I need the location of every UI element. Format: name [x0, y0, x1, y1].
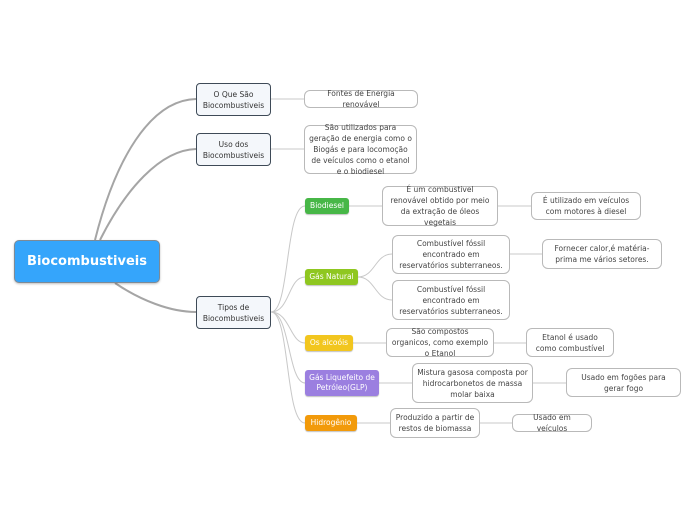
extra-glp[interactable]: Usado em fogões para gerar fogo [566, 368, 681, 397]
detail-alcoois[interactable]: São compostos organicos, como exemplo o … [386, 327, 494, 358]
type-hidrogenio[interactable]: Hidrogênio [305, 415, 357, 431]
topic-tipos[interactable]: Tipos de Biocombustiveis [196, 296, 271, 329]
topic-uso[interactable]: Uso dos Biocombustiveis [196, 133, 271, 166]
link-central-o-que-sao [94, 98, 197, 241]
link-central-uso [99, 148, 197, 241]
detail-gas-natural-1[interactable]: Combustível fóssil encontrado em reserva… [392, 235, 510, 274]
extra-hidrogenio[interactable]: Usado em veículos [512, 413, 592, 433]
extra-biodiesel[interactable]: É utilizado em veículos com motores à di… [531, 192, 641, 220]
link-tipos-gas-natural [270, 276, 306, 313]
central-topic[interactable]: Biocombustiveis [14, 240, 160, 283]
link-tipos-glp [270, 311, 306, 384]
subtopic-fontes[interactable]: Fontes de Energia renovável [304, 89, 418, 109]
link-gas-natural-detail-1 [357, 253, 393, 278]
link-tipos-hidrogenio [270, 311, 306, 424]
extra-alcoois[interactable]: Etanol é usado como combustível [526, 328, 614, 357]
detail-glp[interactable]: Mistura gasosa composta por hidrocarbone… [412, 363, 533, 403]
link-tipos-biodiesel [270, 205, 306, 313]
subtopic-uso-geracao[interactable]: São utilizados para geração de energia c… [304, 123, 417, 176]
detail-hidrogenio[interactable]: Produzido a partir de restos de biomassa [390, 408, 480, 438]
link-tipos-alcoois [270, 311, 306, 344]
extra-gas-natural[interactable]: Fornecer calor,é matéria-prima me vários… [542, 239, 662, 269]
detail-gas-natural-2[interactable]: Combustível fóssil encontrado em reserva… [392, 280, 510, 320]
type-glp[interactable]: Gás Liquefeito de Petróleo(GLP) [305, 370, 379, 396]
type-alcoois[interactable]: Os alcoóis [305, 335, 353, 351]
link-central-tipos [114, 282, 197, 313]
type-biodiesel[interactable]: Biodiesel [305, 198, 349, 214]
link-gas-natural-detail-2 [357, 276, 393, 301]
detail-biodiesel[interactable]: É um combustivel renovável obtido por me… [382, 185, 498, 227]
type-gas-natural[interactable]: Gás Natural [305, 269, 358, 285]
topic-o-que-sao[interactable]: O Que São Biocombustiveis [196, 83, 271, 116]
